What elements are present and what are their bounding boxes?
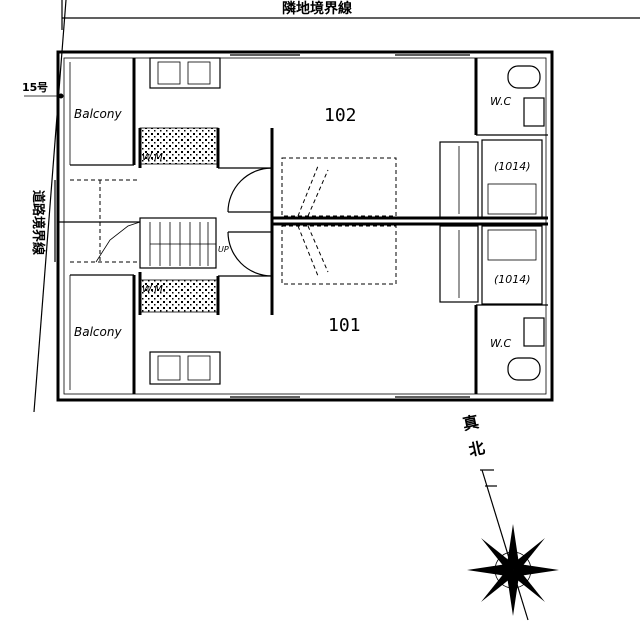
road-boundary-label: 道路境界線 <box>30 190 46 256</box>
building-outline <box>56 50 554 402</box>
windows <box>54 54 470 398</box>
loft-ladder-zones <box>281 157 397 285</box>
balcony-upper <box>69 58 136 166</box>
true-north-label-2: 北 <box>467 438 487 460</box>
kitchen-lower <box>149 351 221 385</box>
interior-walls-left <box>138 128 274 315</box>
compass-rose-icon <box>467 524 559 616</box>
room-number-102: 102 <box>324 105 357 126</box>
unit-partition <box>58 216 548 226</box>
wm-label-upper: W.M. <box>142 152 166 163</box>
up-label: UP <box>218 245 229 254</box>
service-core <box>439 58 548 394</box>
road-number-num: 15 <box>22 81 37 94</box>
true-north-label-1: 真 <box>461 412 481 434</box>
balcony-label-lower: Balcony <box>74 325 122 339</box>
room-number-101: 101 <box>328 315 361 336</box>
north-arrow-icon <box>480 469 529 621</box>
unit-size-label-upper: (1014) <box>494 160 531 173</box>
balcony-lower <box>69 274 136 394</box>
doors <box>227 167 273 277</box>
staircase <box>70 179 217 269</box>
road-marker-dot <box>58 93 64 99</box>
neighbor-boundary-label: 隣地境界線 <box>282 0 352 17</box>
toilet-lower <box>507 317 545 381</box>
site-boundaries <box>24 0 640 413</box>
unit-size-label-lower: (1014) <box>494 273 531 286</box>
washer-area-lower <box>139 279 219 313</box>
washer-area-upper <box>139 127 219 165</box>
wc-label-upper: W.C <box>490 95 511 108</box>
road-boundary-line <box>33 0 67 413</box>
toilet-upper <box>507 65 545 127</box>
balcony-label-upper: Balcony <box>74 107 122 121</box>
wc-label-lower: W.C <box>490 337 511 350</box>
kitchen-upper <box>149 57 221 89</box>
wm-label-lower: W.M. <box>142 284 166 295</box>
road-number-suffix: 号 <box>37 81 48 94</box>
